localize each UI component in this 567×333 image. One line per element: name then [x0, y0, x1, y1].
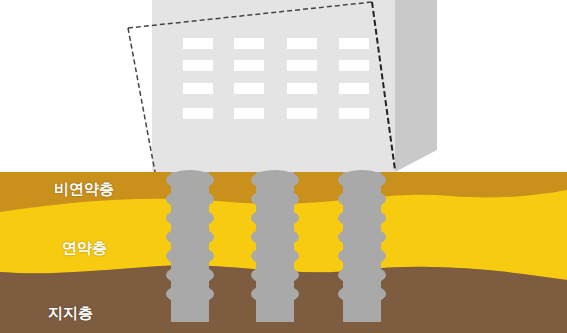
pile-bulge	[338, 208, 386, 228]
window	[234, 38, 264, 49]
pile-bulge	[251, 284, 299, 304]
pile-bulge	[166, 265, 214, 285]
soil-layer-band: 비연약층	[54, 180, 114, 198]
pile-bulge	[166, 170, 214, 190]
window	[183, 83, 213, 94]
window	[183, 60, 213, 71]
window	[183, 38, 213, 49]
bearing-layer	[0, 265, 567, 333]
window	[339, 60, 369, 71]
pile-bulge	[251, 246, 299, 266]
pile-bulge	[251, 265, 299, 285]
window	[234, 108, 264, 119]
window	[339, 83, 369, 94]
layer-label: 지지층	[48, 304, 93, 322]
pile-bulge	[338, 284, 386, 304]
windows	[183, 38, 369, 119]
pile-bulge	[338, 170, 386, 190]
pile-bulge	[166, 227, 214, 247]
window	[183, 108, 213, 119]
pile-bulge	[166, 246, 214, 266]
layer-label: 연약층	[62, 239, 107, 257]
pile-bulge	[166, 189, 214, 209]
tilt-outline	[128, 28, 155, 172]
window	[287, 38, 317, 49]
window	[339, 38, 369, 49]
tilt-outline	[128, 2, 372, 28]
window	[234, 83, 264, 94]
pile-bulge	[338, 246, 386, 266]
piles	[166, 170, 386, 322]
pile-bulge	[166, 208, 214, 228]
pile-bulge	[251, 227, 299, 247]
pile-bulge	[251, 170, 299, 190]
soil-layer-band: 지지층	[48, 304, 93, 322]
pile-bulge	[251, 189, 299, 209]
window	[234, 60, 264, 71]
building-side	[395, 0, 437, 172]
building-front	[152, 0, 395, 174]
tilt-outline	[372, 2, 395, 170]
non-soft-layer	[0, 172, 567, 333]
pile-bulge	[338, 189, 386, 209]
window	[339, 108, 369, 119]
soil-layer-band: 연약층	[62, 239, 107, 257]
window	[287, 60, 317, 71]
window	[287, 108, 317, 119]
pile-bulge	[251, 208, 299, 228]
window	[287, 83, 317, 94]
pile-bulge	[338, 227, 386, 247]
pile-bulge	[338, 265, 386, 285]
pile-bulge	[166, 284, 214, 304]
layer-label: 비연약층	[54, 180, 114, 198]
